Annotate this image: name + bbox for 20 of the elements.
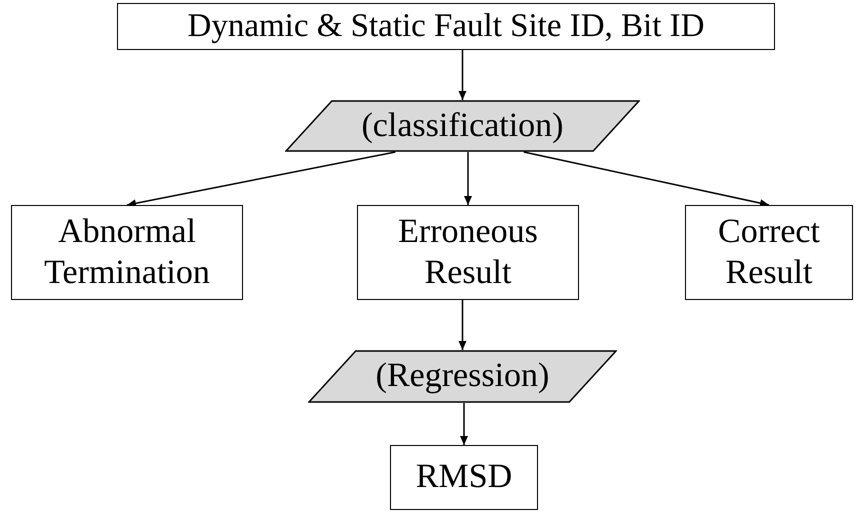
- node-label: Correct Result: [717, 212, 821, 292]
- data-parallelogram: [285, 100, 640, 152]
- arrow: [126, 151, 396, 208]
- data-parallelogram: [308, 350, 617, 403]
- process-box: [117, 3, 775, 50]
- arrow: [464, 152, 472, 205]
- process-box: [685, 205, 853, 300]
- process-box: [11, 205, 243, 300]
- node-label: (Regression): [376, 356, 550, 396]
- node-label: Dynamic & Static Fault Site ID, Bit ID: [188, 6, 704, 46]
- process-box: [357, 205, 579, 300]
- arrow: [460, 403, 468, 445]
- process-box: [390, 445, 538, 510]
- arrow: [458, 300, 466, 350]
- node-label: Abnormal Termination: [43, 212, 211, 292]
- arrow: [524, 151, 770, 207]
- arrow: [458, 50, 466, 100]
- node-label: RMSD: [416, 457, 512, 498]
- node-label: (classification): [361, 106, 564, 146]
- node-label: Erroneous Result: [397, 212, 539, 292]
